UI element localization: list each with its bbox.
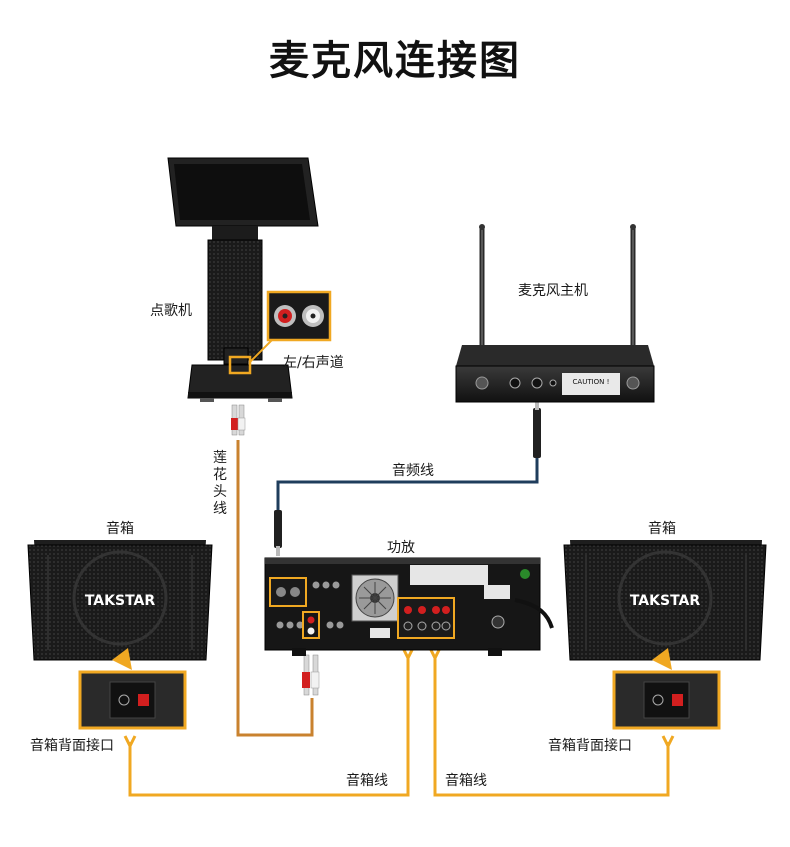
speaker-back-port-right-label: 音箱背面接口 — [548, 738, 632, 754]
audio-cable-label: 音频线 — [392, 463, 434, 479]
mic-host-caution-text: CAUTION ! — [573, 378, 610, 386]
lr-channel-zoom — [266, 290, 332, 342]
mic-host-device — [455, 224, 655, 403]
amplifier-label: 功放 — [387, 540, 415, 556]
rca-cable — [236, 440, 314, 737]
lr-channel-label: 左/右声道 — [283, 355, 344, 371]
speaker-right-label: 音箱 — [648, 521, 676, 537]
speaker-left-brand: TAKSTAR — [85, 593, 156, 609]
audio-cable — [276, 458, 539, 512]
speaker-cable-fork-right-speaker — [661, 735, 675, 750]
speaker-cable-left — [128, 655, 410, 797]
speaker-back-port-left-label: 音箱背面接口 — [30, 738, 114, 754]
rca-cable-label: 莲花头线 — [213, 450, 227, 517]
speaker-left-device — [27, 540, 213, 661]
rca-plugs-bottom — [302, 654, 320, 696]
jack-plug-mic-host — [533, 400, 541, 458]
speaker-cable-fork-right-amp — [428, 647, 442, 662]
amplifier-device — [264, 557, 554, 656]
speaker-cable-fork-left-amp — [401, 647, 415, 662]
speaker-left-port-zoom — [78, 648, 187, 730]
jukebox-label: 点歌机 — [150, 303, 192, 319]
speaker-right-brand: TAKSTAR — [630, 593, 701, 609]
speaker-right-device — [563, 540, 767, 661]
speaker-left-label: 音箱 — [106, 521, 134, 537]
speaker-cable-left-label: 音箱线 — [346, 773, 388, 789]
speaker-cable-fork-left-speaker — [123, 735, 137, 750]
page-title: 麦克风连接图 — [269, 38, 521, 84]
jukebox-device — [167, 157, 319, 402]
jack-plug-amp — [274, 510, 282, 556]
jukebox-port-highlight — [228, 355, 252, 375]
mic-host-label: 麦克风主机 — [518, 283, 588, 299]
speaker-cable-right — [433, 655, 670, 797]
speaker-cable-right-label: 音箱线 — [445, 773, 487, 789]
speaker-right-port-zoom — [612, 648, 721, 730]
rca-plugs-top — [231, 404, 246, 436]
